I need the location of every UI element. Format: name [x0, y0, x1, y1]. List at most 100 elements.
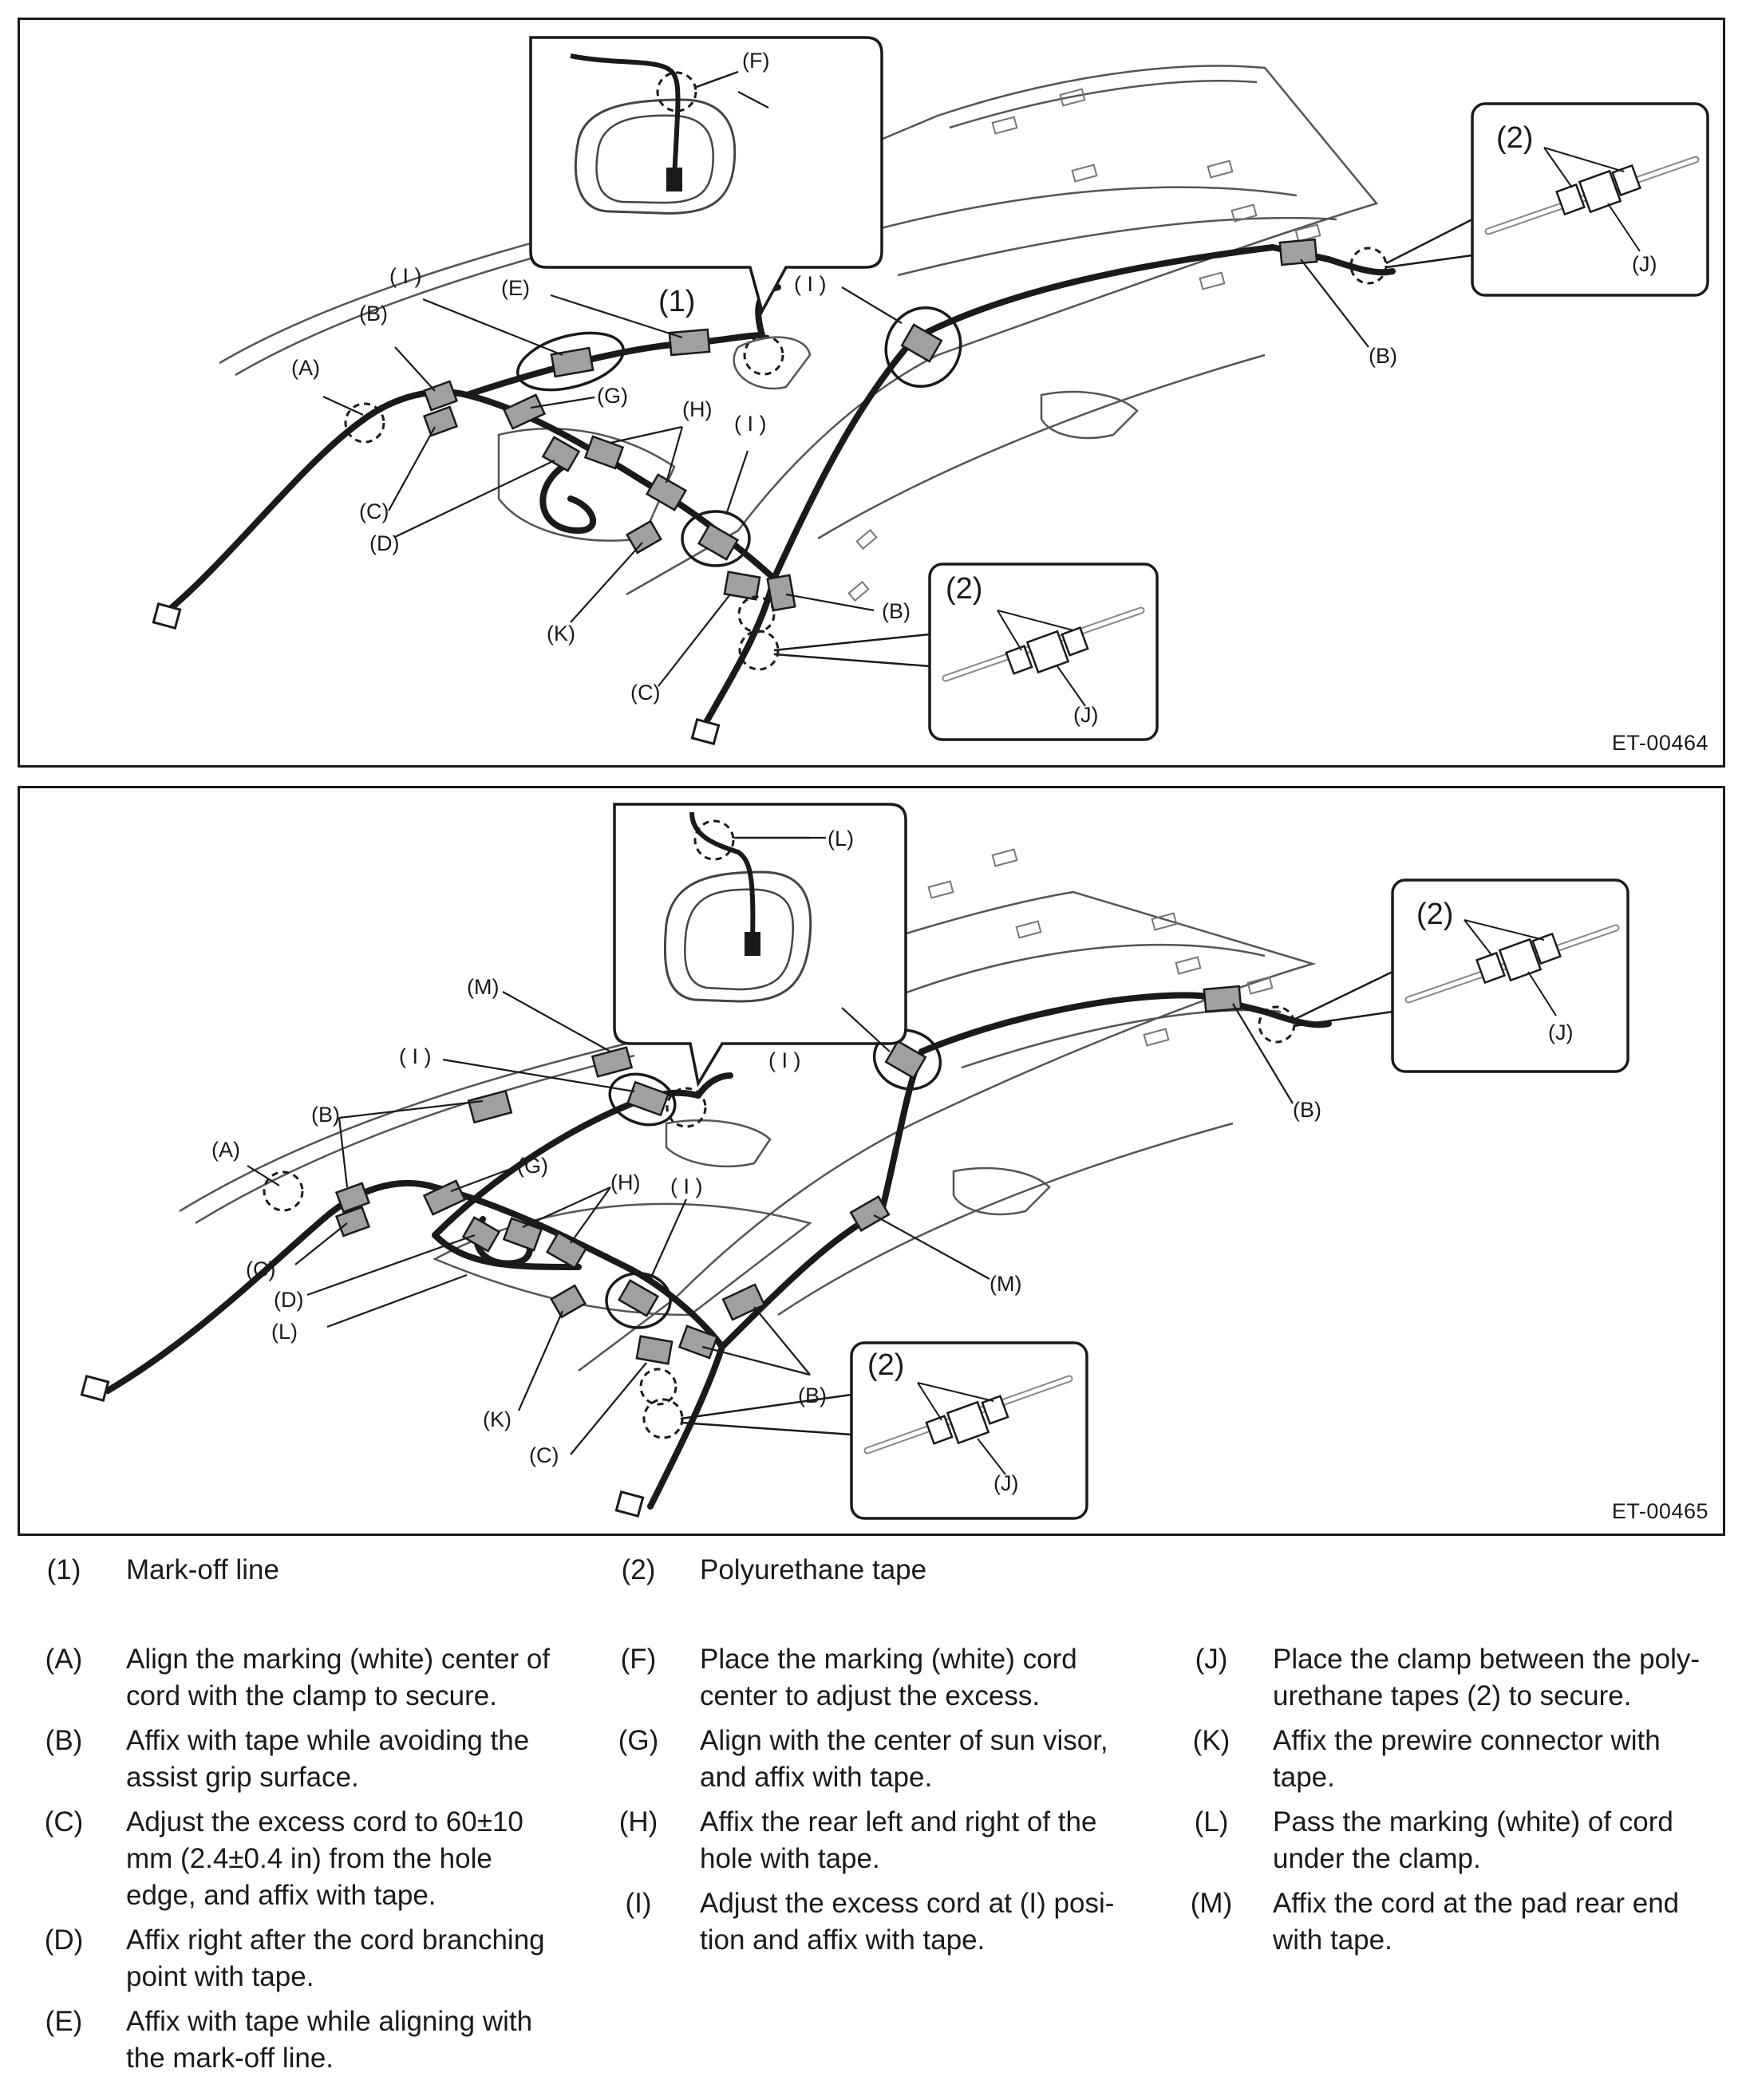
- legend-line: Affix with tape while avoiding the: [126, 1725, 530, 1756]
- legend-text: Affix with tape while aligning with the m…: [126, 2003, 605, 2077]
- tape-G: [502, 393, 547, 430]
- legend-line: hole with tape.: [700, 1843, 880, 1874]
- dashed-circles: [344, 247, 1388, 671]
- legend-line: Place the marking (white) cord: [700, 1644, 1077, 1675]
- figure-et-00464: (F) (E) (1) ( I ) (B) (A) (G) (H) ( I ) …: [18, 18, 1725, 768]
- tape-I-center: [697, 523, 740, 561]
- tape-D: [541, 436, 581, 472]
- tape-B3: [1278, 238, 1318, 266]
- callout-C-1: (C): [359, 499, 389, 523]
- legend-text: Polyurethane tape: [700, 1554, 927, 1585]
- callout-J-bottom: (J): [1073, 703, 1098, 727]
- callout-J-right: (J): [1632, 252, 1657, 276]
- figure-et-00465: (L) (M) ( I ) (B) (A) (G) (H) ( I ) ( I …: [18, 786, 1725, 1536]
- legend-text: Place the marking (white) cord center to …: [700, 1641, 1179, 1715]
- legend: (1) Mark-off line (2) Polyurethane tape …: [0, 1552, 1746, 2100]
- inset-clamp-bottom: [680, 1341, 1088, 1520]
- end-connectors: [152, 602, 721, 746]
- callout-H: (H): [610, 1170, 640, 1194]
- legend-line: Affix the prewire connector with: [1273, 1725, 1661, 1756]
- legend-code: (A): [45, 1644, 83, 1675]
- legend-code: (C): [44, 1806, 84, 1838]
- tape-markers: [334, 985, 1242, 1365]
- legend-text: Affix the cord at the pad rear end with t…: [1273, 1885, 1736, 1959]
- legend-text: Affix with tape while avoiding the assist…: [126, 1723, 605, 1796]
- legend-code: (E): [45, 2006, 83, 2037]
- legend-line: mm (2.4±0.4 in) from the hole: [126, 1843, 492, 1874]
- callout-I-2: ( I ): [670, 1174, 703, 1198]
- legend-code: (I): [625, 1888, 652, 1919]
- tape-I-right: [900, 323, 943, 363]
- callout-J-bottom: (J): [993, 1471, 1018, 1495]
- callout-1: (1): [658, 285, 695, 318]
- legend-line: tion and affix with tape.: [700, 1924, 986, 1956]
- tape-K: [626, 519, 662, 555]
- callout-G: (G): [597, 384, 628, 408]
- legend-code: (G): [618, 1725, 659, 1756]
- wiring-harness: [105, 992, 1332, 1510]
- callout-D: (D): [369, 531, 399, 555]
- legend-line: Place the clamp between the poly-: [1273, 1644, 1701, 1675]
- headliner-wiring-diagram-top: (F) (E) (1) ( I ) (B) (A) (G) (H) ( I ) …: [152, 36, 1709, 746]
- callout-C-1: (C): [246, 1257, 275, 1281]
- legend-line: Adjust the excess cord to 60±10: [126, 1806, 523, 1838]
- legend-code: (F): [620, 1644, 657, 1675]
- legend-line: the mark-off line.: [126, 2043, 334, 2074]
- legend-line: Affix right after the cord branching: [126, 1924, 545, 1956]
- legend-code: (D): [44, 1924, 84, 1956]
- legend-line: Align with the center of sun visor,: [700, 1725, 1108, 1756]
- end-connectors: [80, 1374, 645, 1518]
- callout-G: (G): [517, 1154, 548, 1178]
- callout-M-2: (M): [990, 1272, 1021, 1296]
- legend-code: (M): [1190, 1888, 1233, 1919]
- legend-code: (J): [1195, 1644, 1228, 1675]
- legend-text: Affix right after the cord branching poin…: [126, 1922, 605, 1995]
- callout-B-1: (B): [311, 1103, 340, 1127]
- callout-L: (L): [828, 827, 854, 851]
- callout-I-3: ( I ): [794, 272, 827, 296]
- legend-line: under the clamp.: [1273, 1843, 1481, 1874]
- callout-2-bottom: (2): [946, 572, 982, 606]
- legend-line: point with tape.: [126, 1961, 314, 1992]
- callout-C-2: (C): [529, 1443, 559, 1467]
- legend-text: Pass the marking (white) of cord under th…: [1273, 1804, 1736, 1877]
- legend-line: edge, and affix with tape.: [126, 1880, 436, 1911]
- leader-lines: [247, 836, 1294, 1455]
- legend-line: assist grip surface.: [126, 1762, 359, 1793]
- callout-H: (H): [682, 397, 712, 421]
- callout-L-2: (L): [271, 1320, 298, 1344]
- legend-line: Affix the cord at the pad rear end: [1273, 1888, 1680, 1919]
- legend-line: center to adjust the excess.: [700, 1680, 1041, 1711]
- tape-markers: [422, 238, 1318, 612]
- legend-line: Align the marking (white) center of: [126, 1644, 551, 1675]
- tape-H1: [583, 435, 625, 470]
- callout-A: (A): [291, 356, 320, 380]
- headliner-outline: [179, 890, 1317, 1372]
- inset-clamp-right: [1385, 102, 1709, 297]
- callout-F: (F): [742, 49, 769, 73]
- callout-E: (E): [501, 276, 530, 300]
- legend-line: Pass the marking (white) of cord: [1273, 1806, 1673, 1838]
- callout-M-1: (M): [467, 975, 499, 999]
- leader-lines: [322, 91, 1369, 687]
- headliner-outline: [219, 65, 1379, 596]
- legend-line: Affix the rear left and right of the: [700, 1806, 1097, 1838]
- legend-text: Adjust the excess cord to 60±10 mm (2.4±0…: [126, 1804, 605, 1914]
- legend-line: and affix with tape.: [700, 1762, 933, 1793]
- legend-text: Affix the rear left and right of the hole…: [700, 1804, 1179, 1877]
- callout-I-1: ( I ): [389, 264, 422, 288]
- highlight-marks: [516, 306, 962, 567]
- inset-clamp-right: [1293, 878, 1629, 1073]
- callout-I-2: ( I ): [734, 412, 767, 436]
- callout-2-bottom: (2): [867, 1348, 904, 1382]
- callout-2-right: (2): [1496, 121, 1533, 155]
- legend-line: Affix with tape while aligning with: [126, 2006, 533, 2037]
- callout-J-right: (J): [1548, 1020, 1573, 1044]
- callout-K: (K): [483, 1407, 512, 1431]
- callout-C-2: (C): [630, 681, 660, 705]
- callout-D: (D): [274, 1288, 303, 1312]
- legend-text: Mark-off line: [126, 1554, 279, 1585]
- legend-line: with tape.: [1273, 1924, 1392, 1956]
